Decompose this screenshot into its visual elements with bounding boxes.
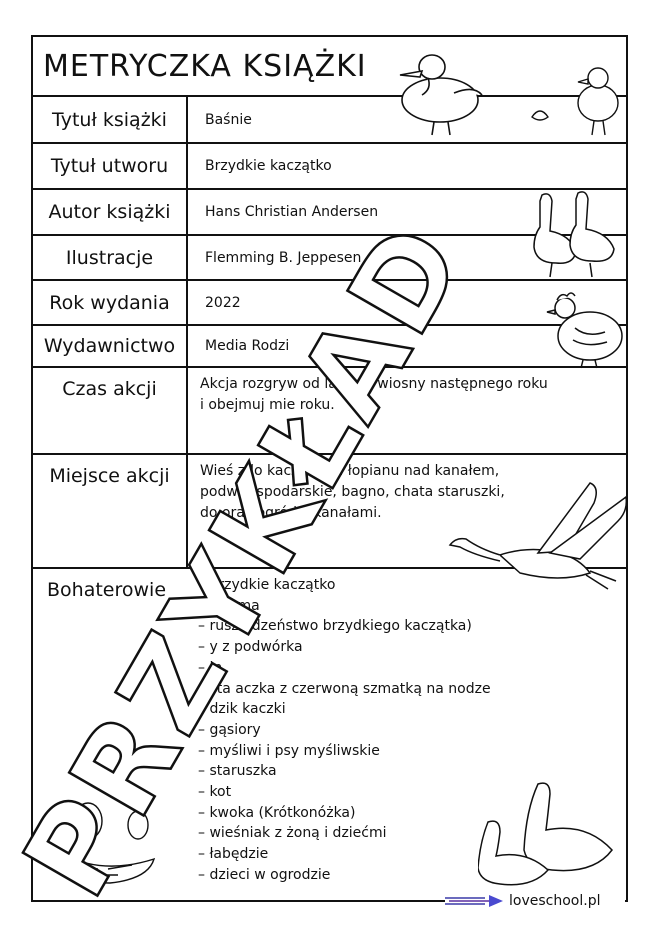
list-item: y z podwórka: [198, 637, 491, 658]
row-year: Rok wydania 2022: [33, 281, 626, 326]
heroes-list: brzydkie kaczątko cza ma rusz odzeństwo …: [198, 575, 491, 886]
value-publisher: Media Rodzi: [205, 338, 290, 354]
label-book-title: Tytuł książki: [33, 97, 188, 142]
loveschool-logo: [445, 895, 503, 907]
book-record-sheet: METRYCZKA KSIĄŻKI Tytuł książki Baśnie T…: [31, 35, 628, 902]
list-item: kot: [198, 782, 491, 803]
row-publisher: Wydawnictwo Media Rodzi: [33, 326, 626, 368]
title-row: METRYCZKA KSIĄŻKI: [33, 37, 626, 97]
brand-name: loveschool.pl: [509, 893, 601, 909]
list-item: łabędzie: [198, 844, 491, 865]
row-place: Miejsce akcji Wieś zdo kacz liśćmi łopia…: [33, 455, 626, 569]
label-year: Rok wydania: [33, 281, 188, 324]
value-time: Akcja rozgryw od lata do wiosny następne…: [200, 374, 600, 416]
value-time-line-1: Akcja rozgryw od lata do wiosny następne…: [200, 376, 548, 392]
list-item: kwoka (Krótkonóżka): [198, 803, 491, 824]
value-book-title: Baśnie: [205, 111, 252, 128]
list-item: dzik kaczki: [198, 699, 491, 720]
row-time: Czas akcji Akcja rozgryw od lata do wios…: [33, 368, 626, 455]
brand: loveschool.pl: [445, 890, 625, 912]
row-illustrations: Ilustracje Flemming B. Jeppesen: [33, 236, 626, 281]
list-item: gąsiory: [198, 720, 491, 741]
value-year: 2022: [205, 294, 241, 311]
value-place-line-3: do oraz ogród z kanałami.: [200, 505, 382, 521]
value-place: Wieś zdo kacz liśćmi łopianu nad kanałem…: [200, 461, 600, 524]
list-item: staruszka: [198, 761, 491, 782]
value-author: Hans Christian Andersen: [205, 204, 379, 220]
label-author: Autor książki: [33, 190, 188, 234]
value-place-line-2: podwór spodarskie, bagno, chata staruszk…: [200, 484, 505, 500]
row-book-title: Tytuł książki Baśnie: [33, 97, 626, 144]
label-publisher: Wydawnictwo: [33, 326, 188, 366]
value-illustrations: Flemming B. Jeppesen: [205, 249, 362, 266]
list-item: in: [198, 658, 491, 679]
row-heroes: Bohaterowie brzydkie kaczątko cza ma rus…: [33, 569, 626, 902]
label-heroes: Bohaterowie: [47, 579, 167, 601]
label-work-title: Tytuł utworu: [33, 144, 188, 188]
list-item: brzydkie kaczątko: [198, 575, 491, 596]
value-work-title: Brzydkie kaczątko: [205, 158, 332, 174]
row-work-title: Tytuł utworu Brzydkie kaczątko: [33, 144, 626, 190]
list-item: sta aczka z czerwoną szmatką na nodze: [198, 679, 490, 700]
list-item: cza ma: [198, 596, 491, 617]
page-title: METRYCZKA KSIĄŻKI: [43, 49, 367, 84]
label-time: Czas akcji: [33, 368, 188, 453]
value-time-line-2: i obejmuj mie roku.: [200, 397, 335, 413]
row-author: Autor książki Hans Christian Andersen: [33, 190, 626, 236]
label-illustrations: Ilustracje: [33, 236, 188, 279]
list-item: dzieci w ogrodzie: [198, 865, 491, 886]
list-item: wieśniak z żoną i dziećmi: [198, 823, 491, 844]
list-item: rusz odzeństwo brzydkiego kaczątka): [198, 616, 491, 637]
label-place: Miejsce akcji: [33, 455, 188, 567]
value-place-line-1: Wieś zdo kacz liśćmi łopianu nad kanałem…: [200, 463, 500, 479]
list-item: myśliwi i psy myśliwskie: [198, 741, 491, 762]
